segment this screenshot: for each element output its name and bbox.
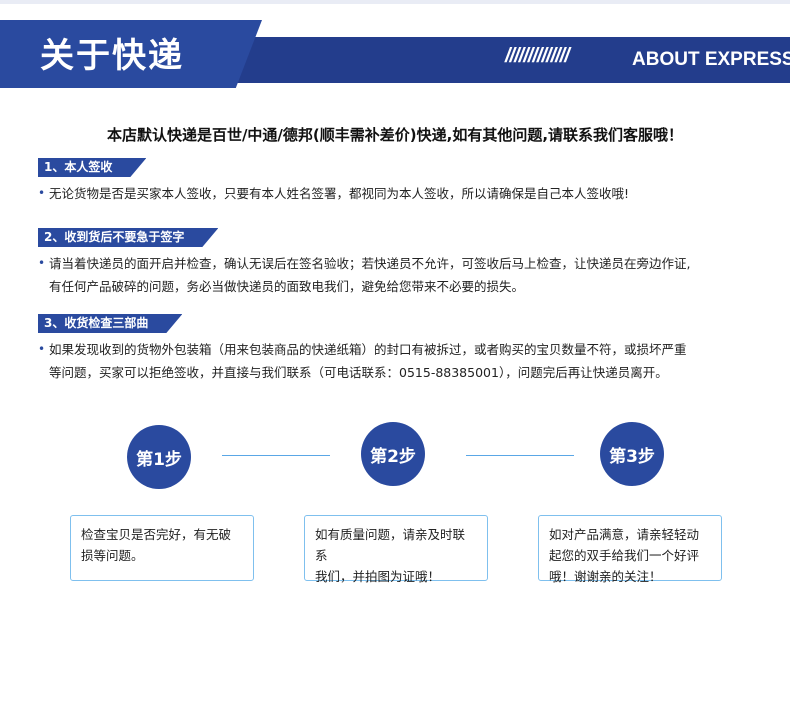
step-1-line-1: 检查宝贝是否完好，有无破	[81, 527, 232, 542]
step-1-line-2: 损等问题。	[81, 548, 144, 563]
step-3-description: 如对产品满意，请亲轻轻动 起您的双手给我们一个好评 哦！谢谢亲的关注！	[538, 515, 722, 584]
header-title-panel	[0, 20, 262, 88]
step-1-circle: 第1步	[127, 425, 191, 489]
section-3-body: • 如果发现收到的货物外包装箱（用来包装商品的快递纸箱）的封口有被拆过，或者购买…	[38, 338, 768, 384]
section-2-body: • 请当着快递员的面开启并检查，确认无误后在签名验收；若快递员不允许，可签收后马…	[38, 252, 768, 298]
notice-text: 本店默认快递是百世/中通/德邦(顺丰需补差价)快递,如有其他问题,请联系我们客服…	[106, 126, 684, 144]
step-3-line-1: 如对产品满意，请亲轻轻动	[549, 527, 700, 542]
section-3-line-2: 等问题，买家可以拒绝签收，并直接与我们联系（可电话联系：0515-8838500…	[49, 365, 668, 380]
step-1-description: 检查宝贝是否完好，有无破 损等问题。	[70, 515, 254, 581]
page-title-english: ABOUT EXPRESS	[632, 49, 790, 70]
step-connector-1	[222, 455, 330, 456]
step-2-line-1: 如有质量问题，请亲及时联系	[315, 527, 466, 563]
section-1-line-1: 无论货物是否是买家本人签收，只要有本人姓名签署，都视同为本人签收，所以请确保是自…	[49, 186, 630, 201]
bullet-icon: •	[38, 256, 46, 270]
section-1-body: • 无论货物是否是买家本人签收，只要有本人姓名签署，都视同为本人签收，所以请确保…	[38, 182, 768, 205]
section-1-tag: 1、本人签收	[38, 158, 146, 177]
bullet-icon: •	[38, 186, 46, 200]
section-2-line-1: 请当着快递员的面开启并检查，确认无误后在签名验收；若快递员不允许，可签收后马上检…	[49, 256, 691, 271]
section-3-tag: 3、收货检查三部曲	[38, 314, 182, 333]
step-3-line-2: 起您的双手给我们一个好评	[549, 548, 700, 563]
page-title: 关于快递	[40, 36, 184, 76]
step-2-line-2: 我们，并拍图为证哦！	[315, 569, 441, 584]
step-2-description: 如有质量问题，请亲及时联系 我们，并拍图为证哦！	[304, 515, 488, 584]
section-3-line-1: 如果发现收到的货物外包装箱（用来包装商品的快递纸箱）的封口有被拆过，或者购买的宝…	[49, 342, 687, 357]
top-divider	[0, 0, 790, 4]
step-2-circle: 第2步	[361, 422, 425, 486]
section-2-tag: 2、收到货后不要急于签字	[38, 228, 218, 247]
step-connector-2	[466, 455, 574, 456]
step-3-line-3: 哦！谢谢亲的关注！	[549, 569, 662, 584]
bullet-icon: •	[38, 342, 46, 356]
section-2-line-2: 有任何产品破碎的问题，务必当做快递员的面致电我们，避免给您带来不必要的损失。	[49, 279, 525, 294]
step-3-circle: 第3步	[600, 422, 664, 486]
header-stripes: //////////////	[505, 45, 570, 67]
